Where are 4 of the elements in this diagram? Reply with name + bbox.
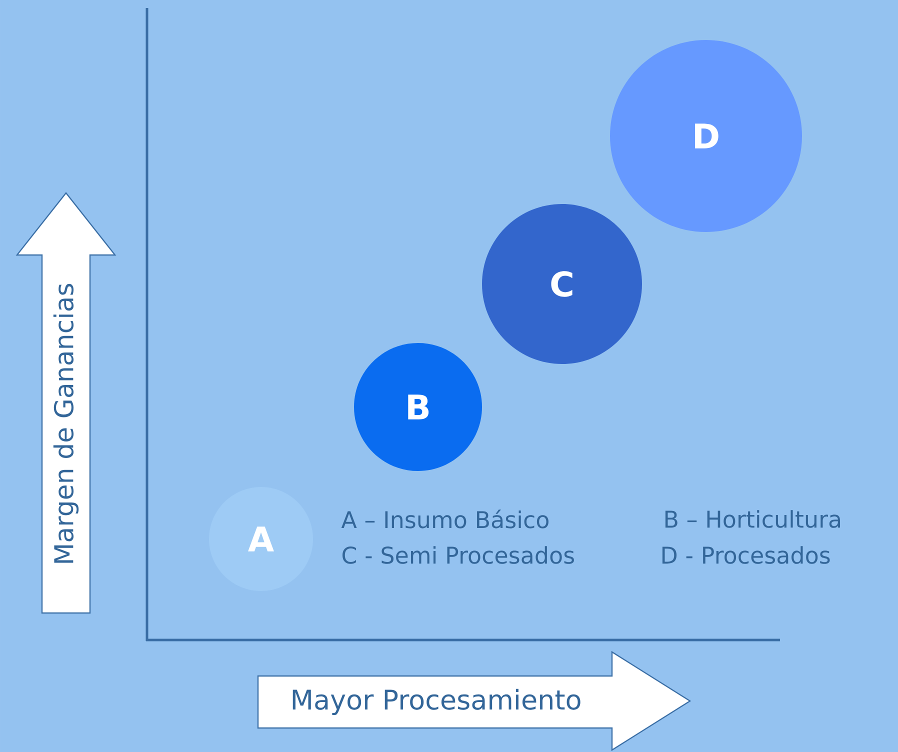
legend-text: C - Semi Procesados bbox=[342, 546, 574, 564]
legend-text: D - Procesados bbox=[662, 546, 830, 564]
legend-text: B – Horticultura bbox=[665, 510, 840, 528]
legend-text: A – Insumo Básico bbox=[341, 510, 548, 528]
